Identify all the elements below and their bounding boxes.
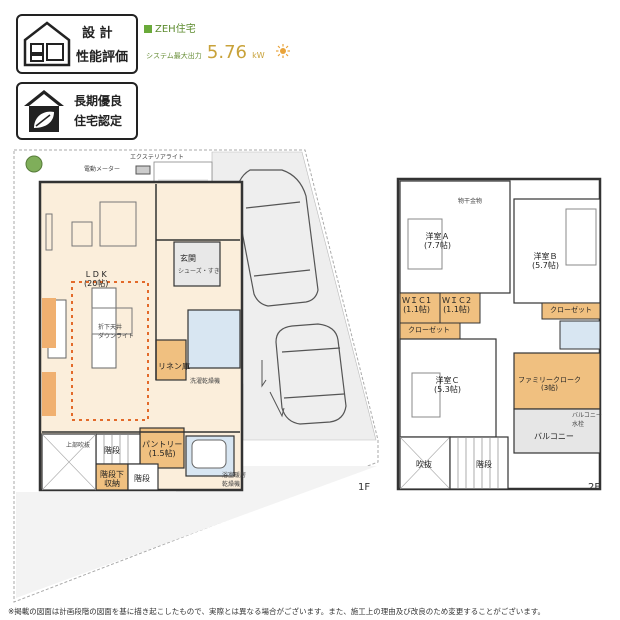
room-ldk: L D K (20帖)	[84, 270, 109, 289]
longterm-badge-line2: 住宅認定	[74, 114, 123, 128]
room-a: 洋室Ａ (7.7帖)	[424, 232, 451, 251]
ldk-ceiling-dotted	[71, 281, 149, 421]
car-bottom	[275, 323, 347, 425]
note-upper-void: 上部吹抜	[66, 442, 91, 449]
room-stairs-1f-b: 階段	[134, 474, 150, 483]
sun-icon	[276, 44, 290, 58]
house-plan-icon	[23, 21, 71, 67]
room-wic2: ＷＩＣ2 (1.1帖)	[442, 296, 472, 315]
floor2-tag: 2F	[588, 482, 601, 493]
design-performance-badge: 設 計 性能評価	[16, 14, 138, 74]
house-leaf-icon	[24, 90, 64, 132]
note-entry-light: エクステリアライト	[130, 154, 184, 161]
floor1-plan	[13, 149, 379, 603]
note-balcony-faucet: バルコニー 水栓	[572, 412, 602, 428]
room-wic1: ＷＩＣ1 (1.1帖)	[402, 296, 432, 315]
floor1-garden-dots	[16, 466, 377, 598]
zeh-output-unit: kW	[252, 51, 265, 60]
room-linen: リネン庫	[158, 362, 190, 371]
zeh-title: ZEH住宅	[144, 20, 294, 35]
floor2-plan	[396, 177, 602, 491]
room-closet-b: クローゼット	[550, 306, 592, 314]
disclaimer-footnote: ※掲載の図面は計画段階の図面を基に描き起こしたもので、実際とは異なる場合がござい…	[8, 607, 545, 616]
note-shoes: シューズ・すき	[178, 268, 220, 275]
zeh-block: ZEH住宅 システム最大出力 5.76 kW	[144, 20, 294, 66]
room-fukinuke: 吹抜	[416, 460, 432, 469]
room-closet: クローゼット	[408, 326, 450, 334]
floor1-tag: 1F	[358, 482, 371, 493]
longterm-badge-line1: 長期優良	[74, 94, 123, 108]
note-meter: 電動メーター	[84, 166, 121, 173]
note-ceiling: 折下天井 ダウンライト	[98, 324, 135, 340]
zeh-output-row: システム最大出力 5.76 kW	[146, 42, 265, 63]
note-dryer-hanger: 物干金物	[458, 198, 483, 205]
room-family-closet: ファミリークローク (3帖)	[518, 376, 581, 393]
design-badge-line1: 設 計	[82, 26, 113, 41]
room-stairs-2f: 階段	[476, 460, 492, 469]
room-stair-storage: 階段下 収納	[100, 470, 124, 489]
zeh-output-label: システム最大出力	[146, 52, 202, 60]
design-badge-line2: 性能評価	[76, 50, 129, 65]
room-genkan: 玄関	[180, 254, 196, 263]
room-balcony: バルコニー	[534, 432, 574, 441]
room-stairs-1f: 階段	[104, 446, 120, 455]
longterm-quality-badge: 長期優良 住宅認定	[16, 82, 138, 140]
note-washer: 洗濯乾燥機	[190, 378, 221, 385]
zeh-output-value: 5.76	[206, 42, 247, 63]
zeh-label-text: ZEH住宅	[155, 24, 196, 35]
floor1-lot-outline	[13, 149, 379, 603]
room-b: 洋室Ｂ (5.7帖)	[532, 252, 559, 271]
room-pantry: パントリー (1.5帖)	[142, 440, 183, 459]
room-c: 洋室Ｃ (5.3帖)	[434, 376, 461, 395]
zeh-square-icon	[144, 25, 152, 33]
note-bath-dryer: 浴室暖房 乾燥機	[222, 472, 247, 488]
